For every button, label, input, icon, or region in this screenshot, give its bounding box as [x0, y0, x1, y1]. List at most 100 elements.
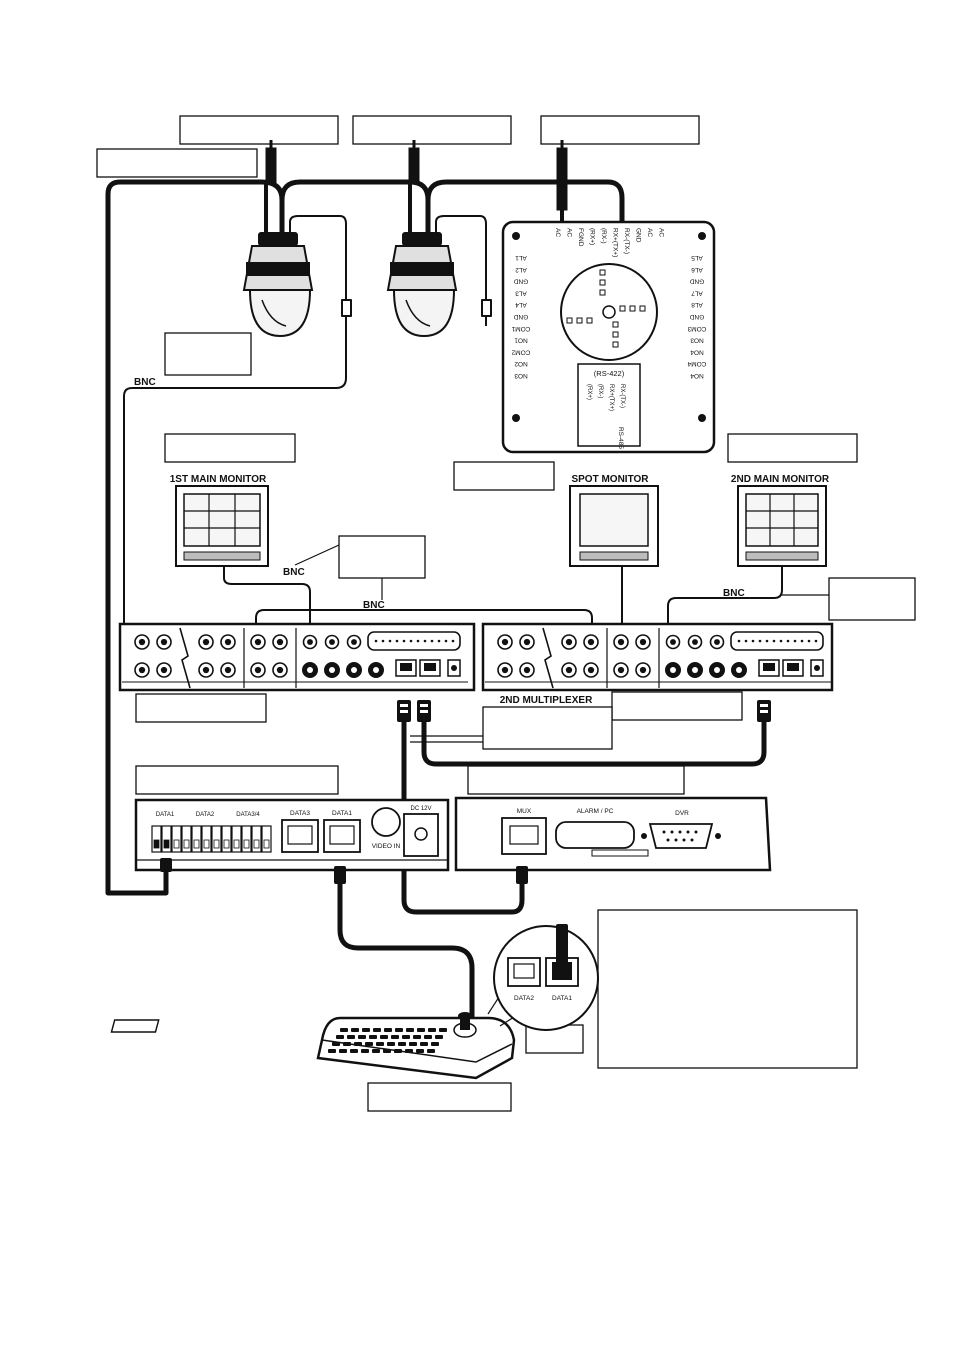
data1-label: DATA1 [552, 995, 572, 1002]
controller-terminal-label: DATA1 [156, 812, 175, 818]
terminal-slot [171, 825, 182, 853]
keyboard-key [417, 1028, 425, 1032]
dome-camera-1 [242, 232, 314, 338]
keyboard-key [416, 1049, 424, 1053]
keyboard-key [365, 1042, 373, 1046]
receiver-top-terminal-label: (RX+) [589, 228, 596, 245]
receiver-right-terminal-label: AL6 [691, 266, 703, 273]
mux-port-label: MUX [517, 808, 532, 815]
controller-terminal-block: DATA1 DATA2 DATA3/4 [151, 812, 272, 853]
pointer-rs485 [410, 735, 483, 743]
callout-box-notes [597, 909, 858, 1069]
callout-box-monitor2 [727, 433, 858, 463]
rs-block-terminal-label: (RX+) [586, 384, 592, 400]
callout-box-mux2 [611, 691, 743, 721]
receiver-right-terminal-label: AL8 [691, 301, 703, 308]
callout-box-monitor1 [164, 433, 296, 463]
receiver-right-terminal-label: NO4 [690, 348, 704, 355]
bnc-plug-cam2 [481, 299, 492, 317]
power-plug-cam1 [265, 147, 277, 185]
receiver-left-terminal-label: NO3 [514, 372, 528, 379]
keyboard-key [354, 1042, 362, 1046]
data-cable-cam-link [279, 179, 431, 241]
mux-cable-keyboard-ctrl [401, 709, 525, 915]
keyboard-key [373, 1028, 381, 1032]
keyboard-key [369, 1035, 377, 1039]
keyboard-key [405, 1049, 413, 1053]
keyboard-key [435, 1035, 443, 1039]
rs-block-terminal-label: RX-(TX-) [619, 384, 625, 408]
receiver-left-terminal-label: COM2 [511, 348, 530, 355]
terminal-slot [201, 825, 212, 853]
controller-port-label-1: DATA3 [290, 810, 310, 817]
receiver-right-terminal-label: NO3 [690, 337, 704, 344]
rs485-label: RS-485 [617, 427, 624, 449]
keyboard-key [428, 1028, 436, 1032]
keyboard-key [372, 1049, 380, 1053]
callout-box-controller [135, 765, 339, 795]
terminal-slot [241, 825, 252, 853]
keyboard-key [358, 1035, 366, 1039]
keyboard-key [328, 1049, 336, 1053]
power-plug-receiver [556, 147, 568, 211]
callout-box-keyboard [367, 1082, 512, 1112]
keyboard-key [424, 1035, 432, 1039]
bnc-monitor1-to-mux1 [223, 565, 311, 636]
keyboard-key [439, 1028, 447, 1032]
callout-box-power-2 [352, 115, 512, 145]
keyboard-key [402, 1035, 410, 1039]
receiver-left-terminal-label: NO1 [514, 337, 528, 344]
keyboard-key [387, 1042, 395, 1046]
keyboard-key [336, 1035, 344, 1039]
receiver-top-terminal-label: AC [554, 228, 561, 237]
receiver-top-terminal-label: RX-(TX-) [623, 228, 630, 254]
main-monitor-1: 1ST MAIN MONITOR [170, 474, 269, 567]
receiver-left-terminal-label: AL4 [515, 301, 527, 308]
bnc-mux1-to-mux2 [255, 609, 593, 636]
keyboard-controller [110, 1012, 516, 1080]
multiplexer-1 [118, 622, 476, 692]
data-cable-left [105, 179, 285, 896]
bnc-label-mid: BNC [363, 600, 385, 611]
keyboard-keys [328, 1028, 447, 1053]
bnc-label-mon1: BNC [283, 567, 305, 578]
receiver-left-terminal-label: AL1 [515, 254, 527, 261]
terminal-slot [151, 825, 162, 853]
controller-unit: DATA1 DATA2 DATA3/4 DATA3 DATA1 VIDEO IN D… [134, 798, 450, 884]
terminal-slot [221, 825, 232, 853]
receiver-top-terminal-label: RX+(TX+) [612, 228, 619, 257]
dc-label: DC 12V [410, 806, 431, 812]
receiver-top-terminal-label: GND [635, 228, 642, 243]
controller-port-label-2: DATA1 [332, 810, 352, 817]
alarm-connector [730, 631, 824, 651]
terminal-slot [181, 825, 192, 853]
keyboard-key [394, 1049, 402, 1053]
data-cable-receiver [425, 179, 625, 225]
video-in-label: VIDEO IN [372, 843, 401, 850]
mux2-label: 2ND MULTIPLEXER [500, 695, 593, 706]
controller-rj-ports: DATA3 DATA1 [281, 810, 361, 853]
callout-box-mux1 [135, 693, 267, 723]
keyboard-key [427, 1049, 435, 1053]
bnc-label-mon2: BNC [723, 588, 745, 599]
receiver-unit: MUX ALARM / PC DVR [454, 796, 772, 884]
keyboard-key [409, 1042, 417, 1046]
bnc-cam1-lead [289, 215, 347, 300]
receiver-left-terminal-label: GND [513, 313, 528, 320]
pointer-bnc-mon1 [294, 544, 340, 566]
receiver-top-terminal-label: AC [658, 228, 665, 237]
controller-terminal-label: DATA2 [196, 812, 215, 818]
receiver-top-terminal-label: AC [566, 228, 573, 237]
keyboard-key [361, 1049, 369, 1053]
controller-terminal-label: DATA3/4 [236, 812, 260, 818]
spot-monitor: SPOT MONITOR [569, 474, 659, 567]
callout-box-receiver-unit [467, 765, 685, 795]
bnc-cam2-lead [435, 215, 487, 300]
keyboard-key [376, 1042, 384, 1046]
rs422-label: (RS-422) [594, 369, 625, 378]
keyboard-key [380, 1035, 388, 1039]
keyboard-cable [337, 875, 475, 1029]
receiver-top-terminal-label: FGND [577, 228, 584, 247]
